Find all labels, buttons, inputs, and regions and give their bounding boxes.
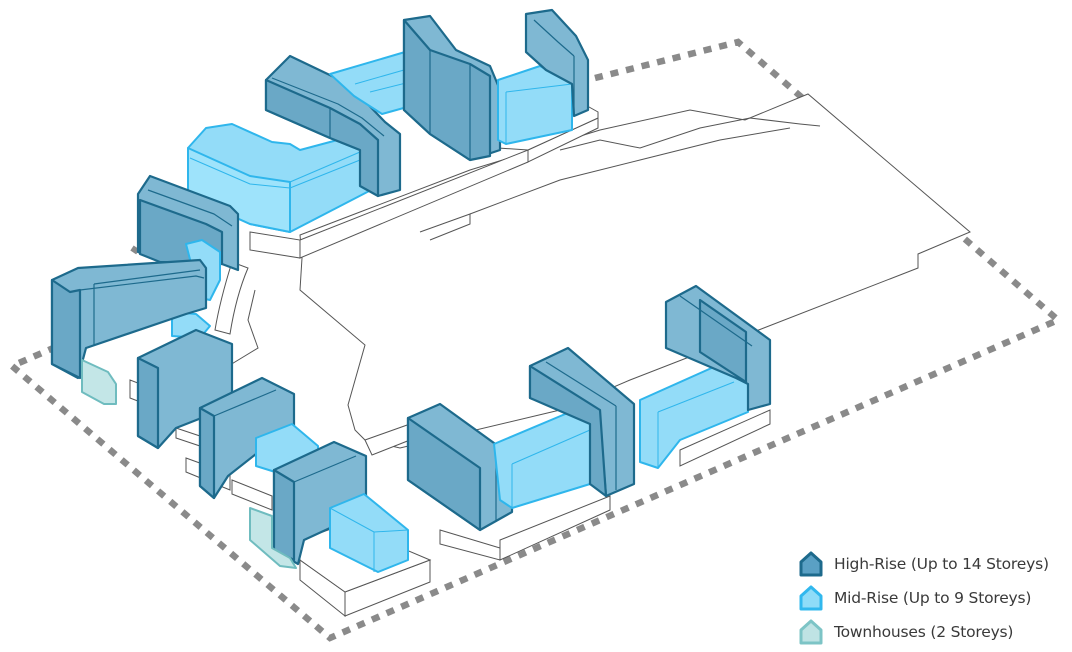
- high-rise-building-right-1: [406, 402, 514, 532]
- mid-rise-house-icon: [797, 584, 825, 612]
- high-rise-building-top-5: [524, 8, 590, 118]
- townhouse-left: [81, 359, 117, 405]
- high-rise-building-left-4: [136, 328, 234, 450]
- legend-item-townhouses: Townhouses (2 Storeys): [797, 615, 1067, 649]
- high-rise-house-icon: [797, 550, 825, 578]
- high-rise-building-left-3: [50, 258, 208, 380]
- mid-rise-building-right-2: [493, 411, 591, 509]
- townhouse-house-icon: [797, 618, 825, 646]
- legend-label-high-rise: High-Rise (Up to 14 Storeys): [834, 555, 1049, 573]
- townhouse-bottom: [249, 507, 297, 569]
- high-rise-building-right-3: [528, 346, 636, 498]
- high-rise-building-top-1: [264, 54, 402, 198]
- legend-label-townhouses: Townhouses (2 Storeys): [834, 623, 1014, 641]
- high-rise-building-right-5: [664, 284, 772, 412]
- legend-item-mid-rise: Mid-Rise (Up to 9 Storeys): [797, 581, 1067, 615]
- legend: High-Rise (Up to 14 Storeys) Mid-Rise (U…: [797, 547, 1067, 649]
- high-rise-building-bottom-1: [198, 376, 296, 500]
- legend-item-high-rise: High-Rise (Up to 14 Storeys): [797, 547, 1067, 581]
- mid-rise-building-bottom-4: [329, 493, 409, 573]
- legend-label-mid-rise: Mid-Rise (Up to 9 Storeys): [834, 589, 1032, 607]
- high-rise-building-top-3: [402, 14, 502, 162]
